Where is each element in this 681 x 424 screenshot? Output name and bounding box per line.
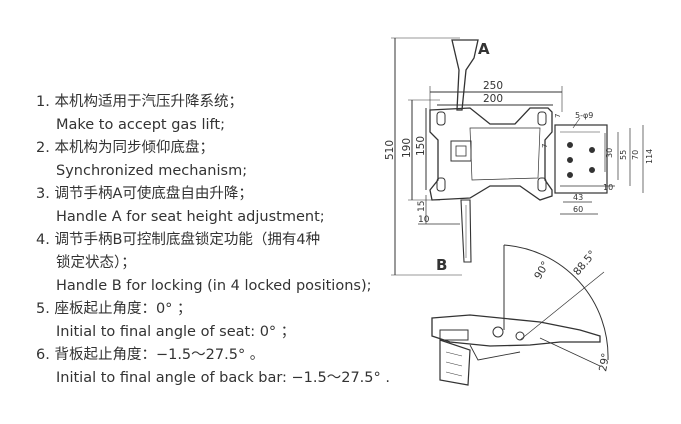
handle-b-knob bbox=[439, 339, 471, 386]
slot bbox=[436, 111, 446, 126]
dim-510: 510 bbox=[384, 140, 396, 160]
mount-hole bbox=[589, 147, 595, 153]
spec-item-2: 2. 本机构为同步倾仰底盘； Synchronized mechanism; bbox=[36, 137, 396, 183]
spec-en: Handle A for seat height adjustment; bbox=[56, 209, 325, 225]
dim-200: 200 bbox=[483, 93, 503, 105]
dim-15: 15 bbox=[417, 201, 427, 212]
spec-en: Initial to final angle of back bar: −1.5… bbox=[56, 370, 390, 386]
spec-en: Synchronized mechanism; bbox=[56, 163, 248, 179]
handle-b bbox=[460, 199, 472, 263]
spec-en: Make to accept gas lift; bbox=[56, 117, 225, 133]
dim-70: 70 bbox=[631, 150, 640, 160]
spec-zh: 调节手柄A可使底盘自由升降； bbox=[54, 186, 253, 202]
dim-holes: 5-φ9 bbox=[575, 111, 593, 120]
mount-hole bbox=[567, 157, 573, 163]
slot bbox=[436, 177, 446, 192]
dim-small-a: 7 bbox=[541, 144, 549, 148]
angle-arc bbox=[503, 244, 609, 361]
dim-10: 10 bbox=[418, 215, 430, 225]
angle-90: 90° bbox=[532, 259, 552, 281]
spec-item-5: 5. 座板起止角度：0° ； Initial to final angle of… bbox=[36, 298, 396, 344]
spec-number: 1. bbox=[36, 94, 50, 110]
spec-item-4: 4. 调节手柄B可控制底盘锁定功能（拥有4种 锁定状态）； Handle B f… bbox=[36, 229, 396, 298]
dim-30: 30 bbox=[605, 148, 614, 158]
dim-60: 60 bbox=[573, 205, 583, 214]
dim-190: 190 bbox=[401, 138, 413, 158]
dim-55: 55 bbox=[619, 150, 628, 160]
dim-150: 150 bbox=[415, 136, 427, 156]
spec-zh: 背板起止角度：−1.5～27.5° 。 bbox=[54, 347, 265, 363]
spec-en: Initial to final angle of seat: 0° ； bbox=[56, 324, 296, 340]
dim-114: 114 bbox=[645, 149, 654, 164]
spec-number: 6. bbox=[36, 347, 50, 363]
spec-zh: 调节手柄B可控制底盘锁定功能（拥有4种 bbox=[54, 232, 321, 248]
dim-43: 43 bbox=[573, 193, 583, 202]
spec-list: 1. 本机构适用于汽压升降系统； Make to accept gas lift… bbox=[36, 91, 396, 390]
angle-29: 29° bbox=[597, 352, 612, 372]
spec-number: 5. bbox=[36, 301, 50, 317]
spec-item-3: 3. 调节手柄A可使底盘自由升降； Handle A for seat heig… bbox=[36, 183, 396, 229]
spec-zh: 本机构为同步倾仰底盘； bbox=[54, 140, 214, 156]
handle-a-label: A bbox=[478, 40, 490, 58]
slot bbox=[537, 177, 547, 192]
spec-zh: 本机构适用于汽压升降系统； bbox=[54, 94, 243, 110]
spec-item-1: 1. 本机构适用于汽压升降系统； Make to accept gas lift… bbox=[36, 91, 396, 137]
spec-zh: 座板起止角度：0° ； bbox=[54, 301, 192, 317]
dim-small-b: 7 bbox=[554, 114, 562, 118]
spec-number: 4. bbox=[36, 232, 50, 248]
angle-88-5: 88.5° bbox=[571, 248, 599, 278]
spec-zh-cont: 锁定状态）； bbox=[56, 255, 136, 271]
mount-hole bbox=[567, 172, 573, 178]
spec-number: 2. bbox=[36, 140, 50, 156]
gas-lift-socket bbox=[450, 140, 472, 162]
spec-en: Handle B for locking (in 4 locked positi… bbox=[56, 278, 372, 294]
base-plate bbox=[429, 107, 553, 201]
handle-b-label: B bbox=[436, 256, 447, 274]
dim-10b: 10 bbox=[603, 183, 613, 192]
slot bbox=[537, 111, 547, 126]
spec-number: 3. bbox=[36, 186, 50, 202]
handle-a bbox=[451, 39, 479, 111]
spec-item-6: 6. 背板起止角度：−1.5～27.5° 。 Initial to final … bbox=[36, 344, 396, 390]
dim-250: 250 bbox=[483, 80, 503, 92]
side-bracket bbox=[554, 124, 608, 194]
mount-hole bbox=[567, 142, 573, 148]
mechanism-side bbox=[431, 314, 601, 347]
mount-hole bbox=[589, 167, 595, 173]
